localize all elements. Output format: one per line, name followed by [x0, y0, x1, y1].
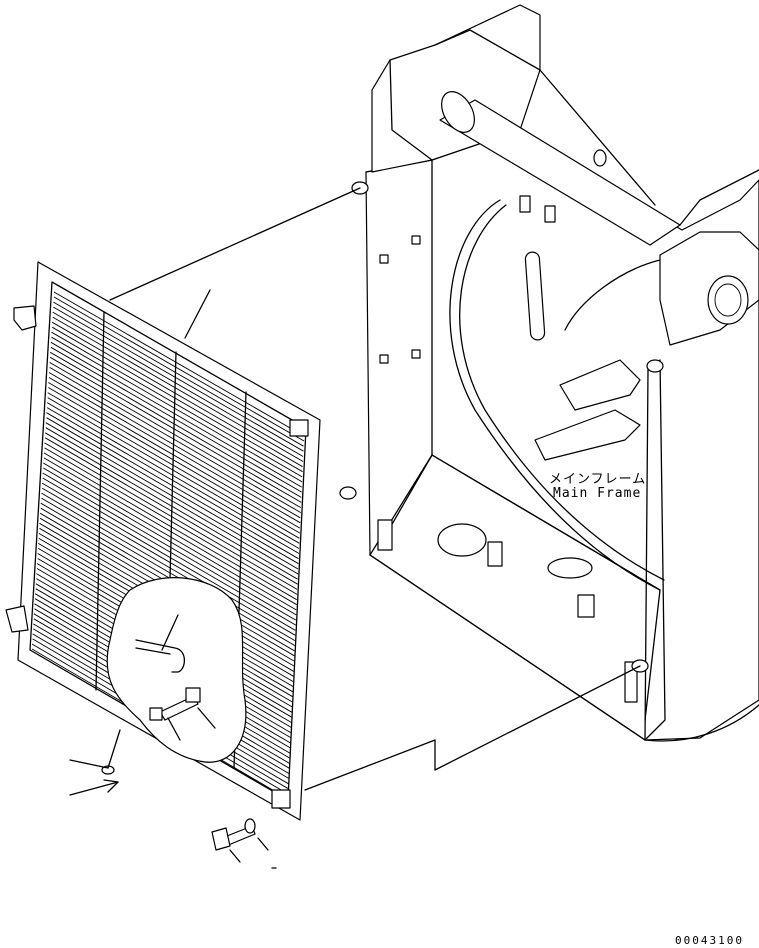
frame-clip-1: [577, 594, 595, 618]
frame-lug-3: [646, 359, 664, 373]
grille-slat-shadow: [51, 326, 303, 473]
leader-bolt-2: [229, 849, 241, 863]
frame-strut-2: [539, 69, 656, 206]
frame-floor-hole-2: [547, 557, 593, 579]
grille-slat-shadow: [49, 356, 302, 503]
frame-top-bracket-edge2: [434, 29, 541, 71]
grille-corner-tab: [289, 419, 309, 437]
grille-slat: [41, 482, 296, 631]
grille-slat: [43, 462, 297, 611]
grille-slat-shadow: [48, 387, 301, 534]
main-frame-label-jp: メインフレーム: [549, 472, 647, 487]
grille-slat-shadow: [41, 487, 296, 636]
assembly-line-top: [109, 187, 361, 301]
grille-slat-shadow: [49, 367, 302, 513]
grille-slat: [51, 321, 303, 468]
grille-slat: [40, 502, 295, 652]
grille-slat: [44, 442, 298, 590]
frame-clip-3: [377, 519, 393, 551]
grille-slat-shadow: [47, 397, 300, 544]
assembly-line-bottom: [304, 665, 641, 791]
hook-rod: [135, 639, 186, 673]
leader-clip: [107, 729, 121, 769]
loose-parts: [69, 729, 277, 869]
drawing-number: 00043100: [675, 934, 744, 947]
grille-slat: [51, 331, 303, 478]
grille-slat-shadow: [53, 296, 305, 442]
grille-slat-shadow: [43, 467, 297, 616]
arrow-icon: [69, 779, 119, 796]
right-upper-edge: [679, 169, 759, 226]
frame-lug-5: [593, 149, 607, 167]
cutaway-nut: [149, 707, 163, 721]
frame-arc-2: [459, 204, 665, 581]
hook-rod-2: [135, 647, 171, 655]
grille-slat-shadow: [50, 346, 302, 493]
mounting-washer: [244, 818, 256, 834]
grille-slat: [52, 311, 304, 457]
frame-arc-3: [564, 259, 661, 331]
grille-slat-shadow: [52, 316, 304, 462]
grille-slat: [50, 341, 302, 488]
right-mount-bore: [707, 275, 749, 325]
frame-slot: [524, 251, 546, 341]
main-frame-label-en: Main Frame: [553, 486, 642, 501]
grille-slat: [43, 452, 297, 601]
frame-bottom-curve: [644, 704, 759, 742]
grille-slat-shadow: [48, 377, 301, 524]
frame-bracket-2: [534, 409, 641, 461]
leader-washer-2: [257, 837, 269, 851]
main-frame: [339, 4, 759, 742]
leader-nut: [167, 717, 181, 741]
frame-bracket-1: [559, 359, 641, 411]
frame-nub-1: [411, 235, 421, 245]
grille-slat-shadow: [51, 336, 303, 483]
grille-slat-shadow: [41, 497, 296, 646]
grille-slat-shadow: [43, 457, 297, 606]
grille-slat: [49, 362, 302, 508]
grille-tab-top: [13, 305, 37, 331]
frame-nub-2: [379, 254, 389, 264]
leader-bolt: [197, 707, 216, 729]
frame-top-bracket-edge: [389, 59, 433, 161]
frame-nub-4: [379, 354, 389, 364]
grille-cutaway: [106, 577, 247, 763]
frame-floor: [379, 454, 661, 721]
frame-floor-hole-1: [437, 523, 487, 557]
grille-bottom-tab: [271, 789, 291, 809]
assembly-lines: [109, 187, 641, 791]
frame-clip-2: [487, 541, 503, 567]
leader-rod: [161, 614, 179, 651]
grille-slat: [53, 291, 305, 437]
mounting-bolt-head: [211, 827, 231, 851]
tube-end-left: [441, 91, 475, 133]
frame-lug-2: [339, 486, 357, 500]
grille-slat: [49, 351, 302, 498]
radiator-grille: [5, 261, 321, 821]
leader-grille: [184, 289, 211, 339]
cutaway-bolt-head: [185, 687, 201, 703]
frame-nub-6: [544, 205, 556, 223]
leader-washer-small: [69, 759, 109, 769]
frame-arc-1: [449, 199, 661, 591]
grille-slat-shadow: [53, 306, 304, 452]
grille-tab-bottom: [5, 605, 29, 633]
grille-slat: [42, 472, 297, 621]
grille-slat: [41, 492, 296, 641]
grille-divider-1: [95, 311, 105, 691]
grille-slat: [53, 301, 304, 447]
frame-nub-5: [519, 195, 531, 213]
grille-slat: [48, 382, 301, 529]
frame-nub-3: [411, 349, 421, 359]
right-mount-bore-inner: [714, 283, 742, 317]
grille-slat: [48, 372, 301, 519]
grille-slat-shadow: [44, 447, 298, 595]
grille-slat-shadow: [42, 477, 297, 626]
